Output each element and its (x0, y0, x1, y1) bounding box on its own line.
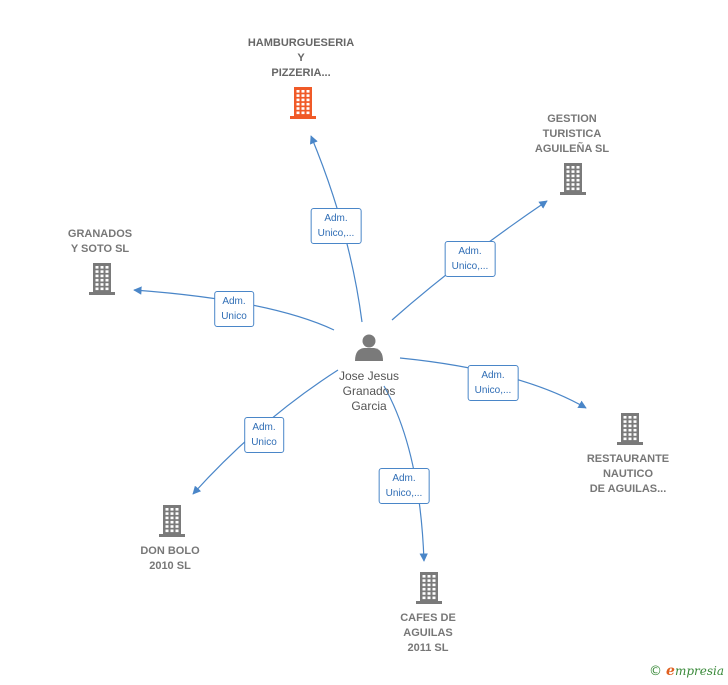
edge-label-cafes[interactable]: Adm. Unico,... (378, 468, 430, 504)
person-icon[interactable] (355, 334, 383, 362)
building-icon-granados[interactable] (89, 263, 115, 295)
brand-footer: ©empresia (649, 663, 724, 679)
company-label-gestion[interactable]: GESTION TURISTICA AGUILEÑA SL (534, 113, 610, 155)
edge-label-donbolo[interactable]: Adm. Unico (244, 417, 284, 453)
building-icon-hamburgueseria[interactable] (290, 87, 316, 119)
company-label-hamburgueseria[interactable]: HAMBURGUESERIA Y PIZZERIA... (247, 37, 355, 79)
building-icon-restaurante[interactable] (617, 413, 643, 445)
brand-logo-initial: e (666, 663, 675, 679)
brand-logo-text: mpresia (674, 664, 724, 678)
edge-label-gestion[interactable]: Adm. Unico,... (444, 241, 496, 277)
company-label-granados[interactable]: GRANADOS Y SOTO SL (67, 228, 133, 255)
company-label-restaurante[interactable]: RESTAURANTE NAUTICO DE AGUILAS... (586, 453, 670, 495)
edge-cafes (383, 385, 428, 562)
company-label-donbolo[interactable]: DON BOLO 2010 SL (140, 545, 200, 572)
copyright-icon: © (649, 664, 663, 679)
edge-label-restaurante[interactable]: Adm. Unico,... (467, 365, 519, 401)
edge-label-hamburgueseria[interactable]: Adm. Unico,... (310, 208, 362, 244)
company-label-cafes[interactable]: CAFES DE AGUILAS 2011 SL (400, 612, 456, 654)
building-icon-donbolo[interactable] (159, 505, 185, 537)
edge-label-granados[interactable]: Adm. Unico (214, 291, 254, 327)
building-icon-gestion[interactable] (560, 163, 586, 195)
person-name-label[interactable]: Jose Jesus Granados Garcia (338, 369, 400, 413)
building-icon-cafes[interactable] (416, 572, 442, 604)
